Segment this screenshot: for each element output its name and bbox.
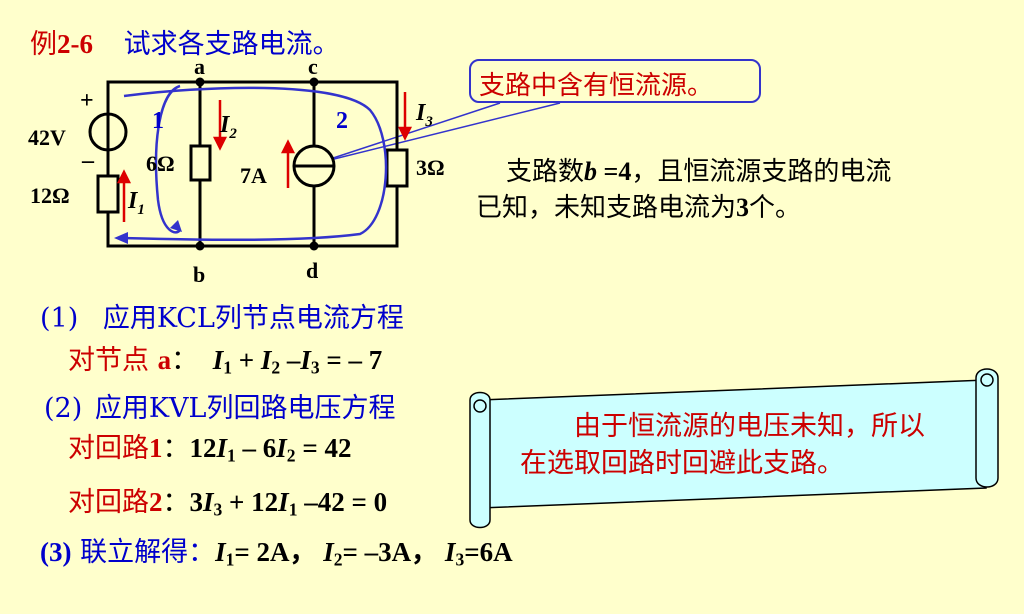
- node-b-dot: [195, 241, 205, 251]
- loop-1-eq-colon: ：: [162, 433, 190, 464]
- step-3-result: I1= 2A， I2= –3A， I3=6A: [215, 537, 513, 570]
- step-2: (2) 应用KVL列回路电压方程: [44, 386, 395, 425]
- desc-text-2: ，且恒流源支路的电流: [631, 157, 892, 187]
- r3-label: 3Ω: [416, 155, 445, 180]
- current-source-label: 7A: [240, 163, 267, 188]
- i3-label: I3: [415, 100, 433, 130]
- scroll-note: 由于恒流源的电压未知，所以在选取回路时回避此支路。: [520, 411, 925, 479]
- loop-1-equation: 对回路1：12I1 – 6I2 = 42: [68, 426, 351, 466]
- loop-1-eq-formula: 12I1 – 6I2 = 42: [189, 433, 352, 466]
- step-3-label: (3): [40, 537, 72, 567]
- node-b-label: b: [193, 262, 205, 287]
- desc-count: =4: [597, 157, 632, 186]
- plus-sign: +: [80, 88, 94, 114]
- minus-sign: –: [81, 148, 95, 174]
- node-d-label: d: [306, 258, 318, 283]
- i2-label: I2: [219, 112, 237, 142]
- desc-num: 3: [736, 193, 750, 222]
- node-equation: 对节点 a： I1 + I2 –I3 = – 7: [68, 338, 382, 378]
- loop-2-eq-colon: ：: [162, 487, 190, 518]
- callout-box: 支路中含有恒流源。: [469, 59, 761, 103]
- r1-label: 12Ω: [30, 183, 70, 208]
- node-c-label: c: [308, 54, 318, 79]
- source-voltage-label: 42V: [28, 125, 66, 150]
- desc-b: b: [584, 157, 598, 186]
- loop-1-eq-prefix: 对回路: [68, 433, 149, 464]
- desc-text-4: 个。: [749, 193, 802, 223]
- node-c-dot: [309, 77, 319, 87]
- resistor-3: [385, 148, 409, 188]
- step-1: (1) 应用KCL列节点电流方程: [40, 296, 404, 335]
- node-a-dot: [195, 77, 205, 87]
- step-3: (3) 联立解得：I1= 2A， I2= –3A， I3=6A: [40, 530, 513, 570]
- loop-2-path: [123, 86, 388, 242]
- current-arrows: [116, 92, 413, 222]
- page-title: 例2-6 试求各支路电流。: [30, 22, 340, 61]
- scroll-note-shape: [469, 368, 999, 529]
- step-1-text: 应用KCL列节点电流方程: [102, 303, 404, 334]
- step-3-text: 联立解得：: [80, 537, 216, 568]
- loop-2-eq-num: 2: [149, 487, 163, 517]
- loop-1-eq-num: 1: [149, 433, 163, 463]
- callout-text: 支路中含有恒流源。: [479, 71, 714, 101]
- loop-2-eq-formula: 3I3 + 12I1 –42 = 0: [189, 487, 388, 520]
- loop-2-label: 2: [336, 108, 348, 134]
- loop-2-eq-prefix: 对回路: [68, 487, 149, 518]
- scroll-note-text: 由于恒流源的电压未知，所以在选取回路时回避此支路。: [520, 408, 970, 482]
- desc-text: 支路数: [506, 157, 585, 187]
- resistor-6: [189, 144, 212, 182]
- node-eq-node: a: [157, 345, 172, 375]
- node-d-dot: [309, 241, 319, 251]
- example-prefix: 例: [30, 29, 57, 60]
- node-a-label: a: [194, 54, 205, 79]
- loop-1-path: [154, 84, 182, 234]
- example-question: 试求各支路电流。: [123, 29, 340, 60]
- example-number: 2-6: [57, 29, 93, 59]
- loop-1-label: 1: [152, 108, 164, 134]
- desc-text-3: 已知，未知支路电流为: [476, 193, 737, 223]
- step-2-text: 应用KVL列回路电压方程: [94, 393, 396, 424]
- callout-pointer: [317, 102, 561, 164]
- current-source: [292, 144, 336, 188]
- r2-label: 6Ω: [146, 151, 175, 176]
- description: 支路数b =4，且恒流源支路的电流 已知，未知支路电流为3个。: [476, 154, 996, 226]
- step-1-label: (1): [40, 303, 79, 334]
- i1-label: I1: [127, 188, 145, 218]
- node-eq-prefix: 对节点: [68, 345, 158, 376]
- node-eq-formula: I1 + I2 –I3 = – 7: [212, 345, 383, 378]
- resistor-12: [96, 174, 120, 214]
- voltage-source: [88, 112, 128, 152]
- loop-2-equation: 对回路2：3I3 + 12I1 –42 = 0: [68, 480, 387, 520]
- step-2-label: (2): [44, 393, 83, 424]
- node-eq-colon: ：: [171, 345, 199, 376]
